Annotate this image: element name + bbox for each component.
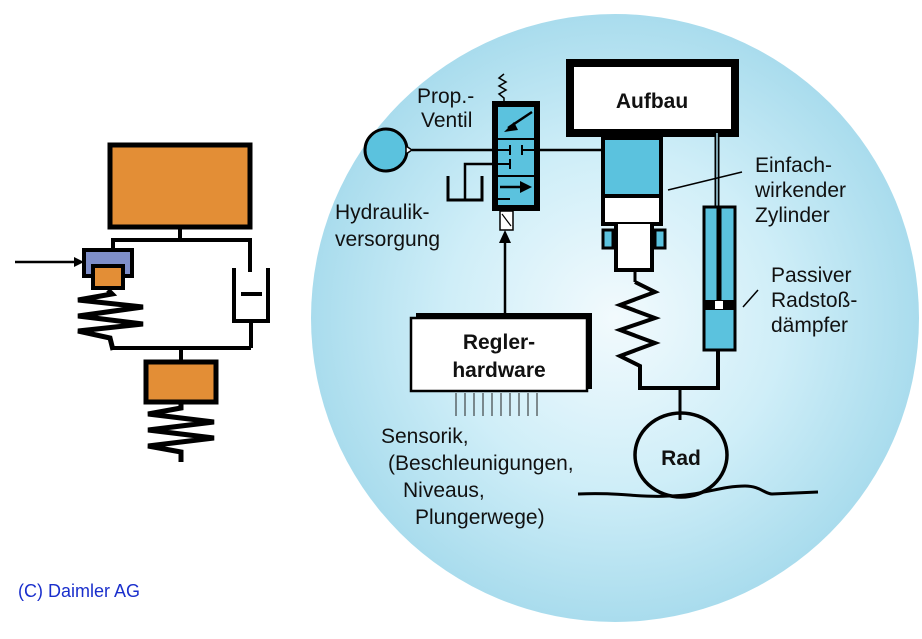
aufbau-box[interactable] <box>566 59 739 137</box>
copyright-notice: (C) Daimler AG <box>18 581 141 601</box>
actuator-plunger <box>91 264 125 290</box>
valve-label-line2: Ventil <box>421 109 472 132</box>
quarter-car-model <box>15 142 270 462</box>
damper-label-line3: dämpfer <box>771 314 848 337</box>
cylinder-label-line3: Zylinder <box>755 204 830 227</box>
wheel-mass <box>143 359 219 405</box>
valve-arrowhead-straight <box>520 181 532 193</box>
cylinder-label-line2: wirkender <box>754 179 846 202</box>
valve-label-line1: Prop.- <box>417 85 474 108</box>
damper-leader <box>742 289 759 308</box>
plunger-body <box>614 224 654 272</box>
sensor-label-line4: Plungerwege) <box>415 506 545 529</box>
cylinder-leader <box>667 171 743 191</box>
tank-line <box>463 162 496 200</box>
damper-piston-gap <box>715 301 723 309</box>
accumulator <box>363 127 409 173</box>
damper-label-line2: Radstoß- <box>771 289 857 312</box>
control-signal-arrowhead <box>499 230 511 243</box>
aufbau-label: Aufbau <box>616 90 688 113</box>
main-spring <box>614 280 661 373</box>
seal-left <box>601 228 615 250</box>
valve-spring <box>497 73 508 102</box>
controller-label-line1: Regler- <box>463 331 535 354</box>
cylinder-plunger <box>601 194 663 226</box>
hydraulic-label-line2: versorgung <box>335 228 440 251</box>
hydraulic-label-line1: Hydraulik- <box>335 201 430 224</box>
road-surface <box>577 484 819 498</box>
cylinder-label-line1: Einfach- <box>755 154 832 177</box>
accumulator-port <box>405 144 414 156</box>
sensor-label-line3: Niveaus, <box>403 479 485 502</box>
sensor-label-line1: Sensorik, <box>381 425 469 448</box>
body-mass <box>107 142 253 230</box>
cylinder-chamber <box>601 136 663 198</box>
solenoid-slash <box>501 213 512 227</box>
controller-box[interactable] <box>409 316 589 393</box>
frame-top <box>111 238 252 272</box>
active-suspension-diagram: Aufbau Rad <box>311 14 919 622</box>
wheel-label: Rad <box>661 447 701 470</box>
prop-valve[interactable] <box>492 101 540 211</box>
background-circle <box>311 14 919 622</box>
tire-spring <box>147 402 215 462</box>
controller-label-line2: hardware <box>452 359 545 382</box>
wheel-circle[interactable] <box>633 411 729 499</box>
sensor-label-line2: (Beschleunigungen, <box>388 452 574 475</box>
upper-spring <box>77 288 144 351</box>
input-arrowhead <box>74 257 84 267</box>
sensor-inputs <box>455 393 538 416</box>
seal-right <box>653 228 667 250</box>
damper-label-line1: Passiver <box>771 264 852 287</box>
valve-arrowhead-diag <box>504 122 518 132</box>
